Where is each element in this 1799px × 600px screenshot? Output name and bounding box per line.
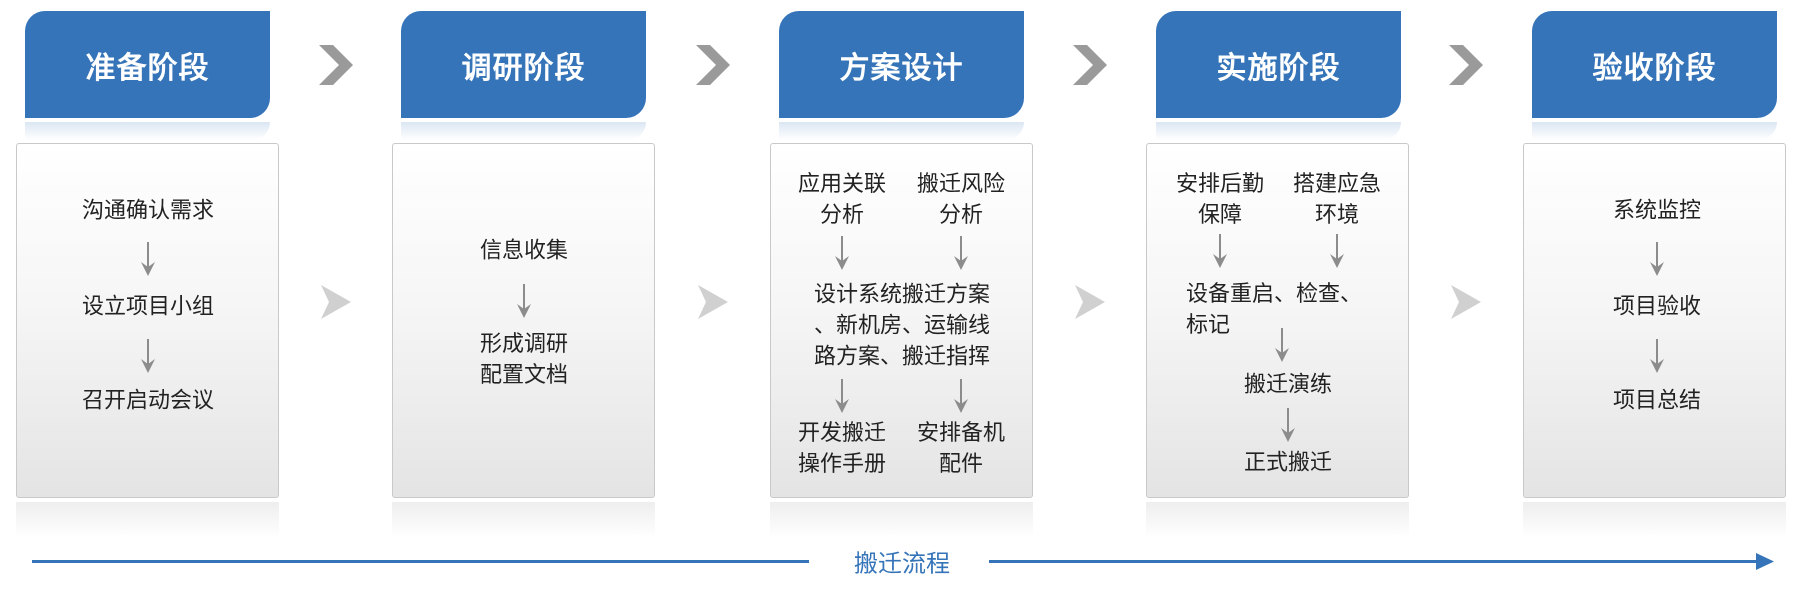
arrow-down-icon: [835, 236, 849, 270]
step-text: 系统监控: [1612, 198, 1702, 224]
step-text: 搬迁演练: [1243, 372, 1333, 398]
box-reflection: [392, 502, 655, 538]
arrow-down-icon: [1275, 328, 1289, 362]
step-text: 搭建应急 环境: [1292, 172, 1382, 228]
step-text: 设备重启、检查、 标记: [1186, 282, 1363, 338]
arrow-down-icon: [517, 284, 531, 318]
box-reflection: [1146, 502, 1409, 538]
chevron-right-icon: [1449, 45, 1483, 85]
triangle-right-icon: [1074, 285, 1105, 319]
step-text: 设立项目小组: [81, 294, 215, 320]
arrow-down-icon: [141, 339, 155, 373]
step-text: 搬迁风险 分析: [916, 172, 1006, 228]
arrow-down-icon: [954, 379, 968, 413]
arrow-down-icon: [141, 242, 155, 276]
arrow-down-icon: [835, 379, 849, 413]
chevron-right-icon: [1072, 45, 1107, 85]
box-reflection: [16, 502, 279, 538]
step-text: 应用关联 分析: [797, 172, 887, 228]
stage-header-1: 准备阶段: [25, 11, 270, 118]
stage-box-2: 信息收集形成调研 配置文档: [392, 143, 655, 498]
stage-header-3: 方案设计: [779, 11, 1024, 118]
chevron-right-icon: [695, 45, 730, 85]
stage-header-2: 调研阶段: [401, 11, 646, 118]
stage-header-5: 验收阶段: [1532, 11, 1777, 118]
header-reflection: [25, 122, 270, 140]
header-reflection: [779, 122, 1024, 140]
stage-box-4: 安排后勤 保障搭建应急 环境设备重启、检查、 标记搬迁演练正式搬迁: [1146, 143, 1409, 498]
stage-header-4: 实施阶段: [1156, 11, 1401, 118]
header-reflection: [1532, 122, 1777, 140]
header-reflection: [1156, 122, 1401, 140]
triangle-right-icon: [697, 285, 728, 319]
step-text: 项目验收: [1612, 294, 1702, 320]
stage-box-1: 沟通确认需求设立项目小组召开启动会议: [16, 143, 279, 498]
flow-arrowhead-icon: [1756, 553, 1774, 570]
arrow-down-icon: [1213, 234, 1227, 268]
step-text: 安排备机 配件: [916, 421, 1006, 477]
triangle-right-icon: [1451, 285, 1481, 319]
arrow-down-icon: [1650, 242, 1664, 276]
box-reflection: [770, 502, 1033, 538]
flow-line-left: [32, 560, 809, 563]
step-text: 召开启动会议: [81, 388, 215, 414]
step-text: 安排后勤 保障: [1175, 172, 1265, 228]
step-text: 形成调研 配置文档: [479, 332, 569, 388]
step-text: 正式搬迁: [1243, 450, 1333, 476]
header-reflection: [401, 122, 646, 140]
stage-box-3: 应用关联 分析搬迁风险 分析设计系统搬迁方案 、新机房、运输线 路方案、搬迁指挥…: [770, 143, 1033, 498]
flow-line-right: [989, 560, 1759, 563]
triangle-right-icon: [320, 285, 351, 319]
box-reflection: [1523, 502, 1786, 538]
arrow-down-icon: [1330, 234, 1344, 268]
chevron-right-icon: [318, 45, 353, 85]
step-text: 信息收集: [479, 238, 569, 264]
step-text: 设计系统搬迁方案 、新机房、运输线 路方案、搬迁指挥: [813, 282, 991, 370]
step-text: 项目总结: [1612, 388, 1702, 414]
stage-box-5: 系统监控项目验收项目总结: [1523, 143, 1786, 498]
arrow-down-icon: [1650, 339, 1664, 373]
step-text: 沟通确认需求: [81, 198, 215, 224]
arrow-down-icon: [1281, 408, 1295, 442]
arrow-down-icon: [954, 236, 968, 270]
flow-label: 搬迁流程: [854, 549, 950, 578]
step-text: 开发搬迁 操作手册: [797, 421, 887, 477]
